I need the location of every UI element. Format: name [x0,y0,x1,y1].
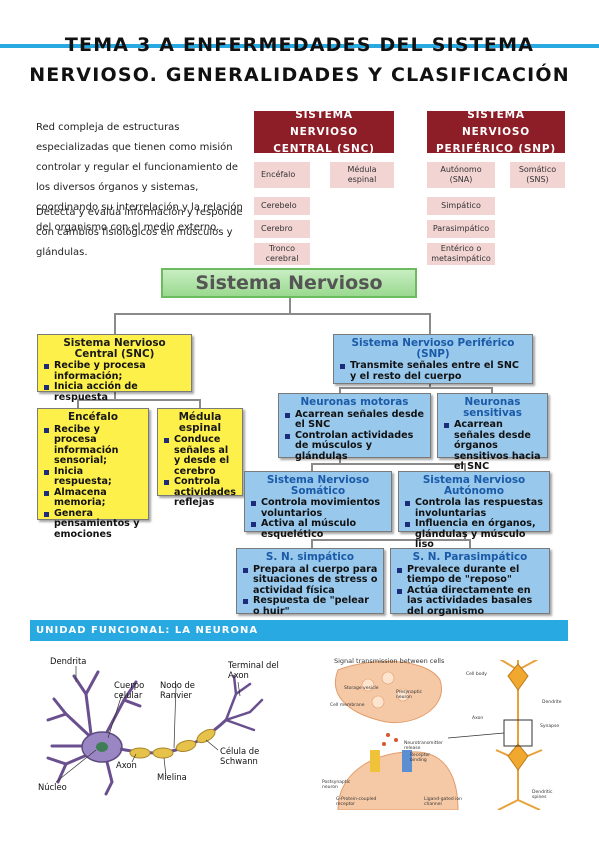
signal-label: Presynaptic neuron [396,690,423,700]
signal-label: Neurotransmitter release [404,741,443,751]
list-item: Almacena memoria; [43,487,143,509]
list-item: Prepara al cuerpo para situaciones de st… [242,564,378,597]
signal-figure-title: Signal transmission between cells [334,657,445,665]
label-axon: Axon [116,760,137,770]
list-item: Recibe y procesa información sensorial; [43,424,143,467]
snp-item-somatico: Somático (SNS) [510,162,565,188]
list-item: Influencia en órganos, glándulas y múscu… [404,518,544,551]
list-item: Prevalece durante el tiempo de "reposo" [396,564,544,586]
list-item: Transmite señales entre el SNC y el rest… [339,360,527,382]
snc-item-medula: Médula espinal [330,162,394,188]
signal-label: Cell body [466,672,487,677]
list-item: Controla las respuestas involuntarias [404,497,544,519]
parasimpatico-concept-box: S. N. Parasimpático Prevalece durante el… [390,548,550,616]
label-nodo-ranvier: Nodo de Ranvier [160,680,195,700]
list-item: Conduce señales al y desde el cerebro [163,434,237,477]
list-item: Controlan actividades de músculos y glán… [284,430,425,463]
list-item: Acarrean señales desde órganos sensitivo… [443,419,542,473]
list-item: Recibe y procesa información; [43,360,186,382]
medula-concept-title: Médula espinal [178,411,222,434]
header-rule [0,44,599,48]
snc-item-tronco: Tronco cerebral [254,243,310,265]
signal-label: Ligand-gated ion channel [424,797,462,807]
snp-concept-title: Sistema Nervioso Periférico (SNP) [351,337,515,360]
signal-label: Receptor binding [410,753,431,763]
neuron-diagram-image [46,666,264,796]
sensitivas-concept-box: Neuronas sensitivas Acarrean señales des… [437,393,548,472]
label-terminal-axon: Terminal del Axon [228,660,279,680]
label-dendrita: Dendrita [50,656,87,666]
snp-header-box: SISTEMA NERVIOSO PERIFÉRICO (SNP) [427,109,565,155]
signal-label: Dendritic spines [532,790,553,800]
sensitivas-concept-title: Neuronas sensitivas [463,396,522,419]
somatico-concept-title: Sistema Nervioso Somático [266,474,370,497]
signal-label: Dendrite [542,700,562,705]
motoras-concept-box: Neuronas motoras Acarrean señales desde … [278,393,431,461]
list-item: Inicia respuesta; [43,466,143,488]
snc-header-box: SISTEMA NERVIOSO CENTRAL (SNC) [254,109,394,155]
snp-item-parasimpatico: Parasimpático [427,220,495,238]
simpatico-concept-box: S. N. simpático Prepara al cuerpo para s… [236,548,384,617]
concept-map-title: Sistema Nervioso [161,268,417,298]
signal-label: Axon [472,716,484,721]
concept-map-connectors [77,298,493,548]
parasimpatico-concept-title: S. N. Parasimpático [412,551,528,563]
snp-item-simpatico: Simpático [427,197,495,215]
intro-paragraph-2: Detecta y evalúa información y responde … [36,207,243,258]
label-celula-schwann: Célula de Schwann [220,746,260,766]
list-item: Activa al músculo esquelético [250,518,386,540]
snc-concept-box: Sistema Nervioso Central (SNC) Recibe y … [37,334,192,402]
signal-label: Synapse [540,724,560,729]
signal-label: Postsynaptic neuron [322,780,351,790]
label-mielina: Mielina [157,772,187,782]
signal-label: G-Protein-coupled receptor [336,797,377,807]
list-item: Actúa directamente en las actividades ba… [396,585,544,618]
encefalo-concept-title: Encéfalo [68,411,118,423]
page-title-line-2: NERVIOSO. GENERALIDADES Y CLASIFICACIÓN [29,64,570,86]
signal-transmission-image [334,660,543,810]
simpatico-concept-title: S. N. simpático [265,551,355,563]
list-item: Controla movimientos voluntarios [250,497,386,519]
somatico-concept-box: Sistema Nervioso Somático Controla movim… [244,471,392,539]
snp-concept-box: Sistema Nervioso Periférico (SNP) Transm… [333,334,533,384]
list-item: Genera pensamientos y emociones [43,508,143,541]
intro-paragraph-1: Red compleja de estructuras especializad… [36,122,243,233]
snp-item-enterico: Entérico o metasimpático [427,243,495,265]
page-title-line-1: TEMA 3 A ENFERMEDADES DEL SISTEMA [64,34,535,56]
section-title-neurona: UNIDAD FUNCIONAL: LA NEURONA [30,620,568,641]
signal-label: Cell membrane [330,703,365,708]
list-item: Acarrean señales desde el SNC [284,409,425,431]
snc-item-cerebro: Cerebro [254,220,310,238]
autonomo-concept-title: Sistema Nervioso Autónomo [422,474,526,497]
medula-concept-box: Médula espinal Conduce señales al y desd… [157,408,243,508]
snc-item-encefalo: Encéfalo [254,162,310,188]
list-item: Respuesta de "pelear o huir" [242,595,378,617]
list-item: Controla actividades reflejas [163,476,237,509]
snc-concept-title: Sistema Nervioso Central (SNC) [63,337,166,360]
autonomo-concept-box: Sistema Nervioso Autónomo Controla las r… [398,471,550,550]
signal-label: Storage vesicle [344,686,379,691]
list-item: Inicia acción de respuesta [43,381,186,403]
label-nucleo: Núcleo [38,782,67,792]
motoras-concept-title: Neuronas motoras [300,396,409,408]
snc-item-cerebelo: Cerebelo [254,197,310,215]
encefalo-concept-box: Encéfalo Recibe y procesa información se… [37,408,149,539]
snp-item-autonomo: Autónomo (SNA) [427,162,495,188]
label-cuerpo-celular: Cuerpo celular [114,680,145,700]
